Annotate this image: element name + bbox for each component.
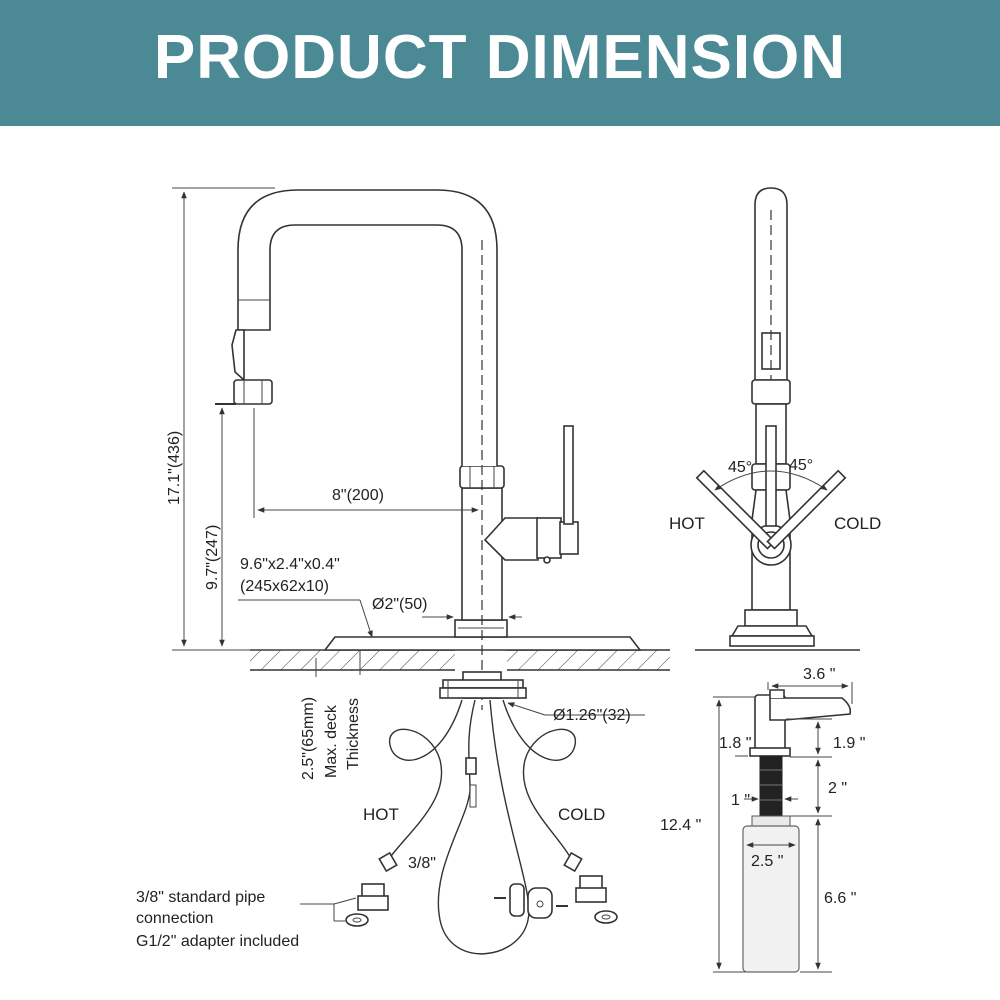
deck-plate: [323, 636, 642, 651]
reach-label: 8"(200): [332, 487, 384, 504]
connection-note-line1: 3/8" standard pipe: [136, 889, 265, 906]
faucet-spout: [237, 189, 498, 466]
dispenser-neck-right-label: 2 ": [828, 780, 847, 797]
adapter-left: [345, 883, 389, 927]
side-cold-label: COLD: [834, 514, 881, 533]
cold-hose: [502, 699, 576, 861]
soap-dispenser: 3.6 " 12.4 " 1.8 " 1.9 " 2 " 6.6 " 1 " 2…: [660, 666, 865, 973]
connection-note-line2: connection: [136, 910, 213, 927]
deck-thickness-label: 2.5"(65mm): [300, 697, 317, 780]
connection-note-line3: G1/2" adapter included: [136, 933, 299, 950]
base-diameter-label: Ø2"(50): [372, 596, 427, 613]
faucet-front-view: 17.1"(436) 9.7"(247) 8"(200) 9.6"x2.4"x0…: [136, 187, 670, 955]
spray-head-nut: [233, 379, 273, 405]
dispenser-bottle-height-label: 6.6 ": [824, 890, 856, 907]
faucet-side-view: 45° 45° HOT COLD: [669, 187, 881, 651]
side-hot-label: HOT: [669, 514, 705, 533]
spout-height-label: 9.7"(247): [204, 525, 221, 590]
angle-left-label: 45°: [728, 459, 752, 476]
dispenser-neck-left-label: 1 ": [731, 792, 750, 809]
deck-label-2: Thickness: [345, 698, 362, 770]
dispenser-bottle-width-label: 2.5 ": [751, 853, 783, 870]
dispenser-top-left-label: 1.8 ": [719, 735, 751, 752]
hose-size-label: 3/8": [408, 855, 436, 872]
dispenser-top-right-label: 1.9 ": [833, 735, 865, 752]
pull-out-hose: [437, 699, 530, 955]
shank-diameter-label: Ø1.26"(32): [553, 707, 631, 724]
hot-hose: [387, 699, 463, 861]
adapter-right: [575, 875, 618, 924]
plate-size-label: 9.6"x2.4"x0.4": [240, 556, 340, 573]
hose-cold-label: COLD: [558, 805, 605, 824]
hose-hot-label: HOT: [363, 805, 399, 824]
deck-label-1: Max. deck: [323, 704, 340, 778]
header-banner: PRODUCT DIMENSION: [0, 0, 1000, 126]
faucet-height-label: 17.1"(436): [166, 431, 183, 505]
page-title: PRODUCT DIMENSION: [153, 23, 847, 92]
dispenser-width-label: 3.6 ": [803, 666, 835, 683]
countertop: [250, 648, 670, 672]
dispenser-total-height-label: 12.4 ": [660, 817, 701, 834]
plate-size-mm-label: (245x62x10): [240, 578, 329, 595]
faucet-handle: [483, 425, 579, 564]
angle-right-label: 45°: [789, 457, 813, 474]
